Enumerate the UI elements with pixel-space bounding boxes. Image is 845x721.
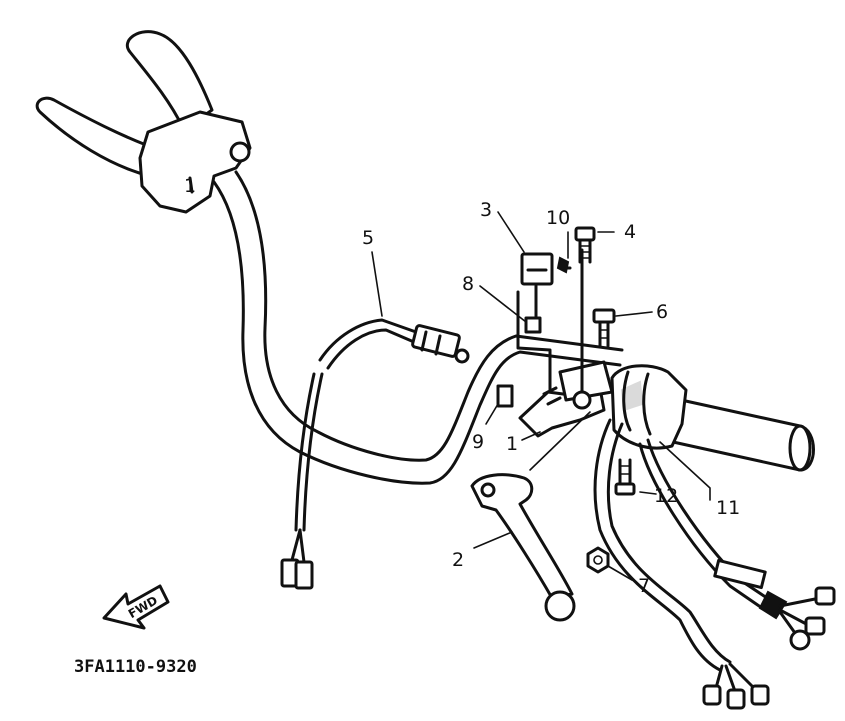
callout-10: 10 (546, 207, 570, 229)
lever-holder-assembly (496, 248, 614, 438)
callout-9: 9 (472, 431, 484, 453)
bolt-4 (574, 226, 596, 264)
callout-11: 11 (716, 497, 740, 519)
screw-12 (614, 458, 636, 496)
right-grip-assembly (610, 364, 815, 472)
left-grip-assembly (35, 30, 252, 214)
left-switch-wire (280, 372, 324, 590)
callout-1-lower: 1 (506, 433, 518, 455)
clutch-lever (470, 473, 576, 622)
fwd-arrow: FWD (102, 584, 170, 630)
handlebar (212, 170, 624, 485)
callout-5: 5 (362, 227, 374, 249)
callouts: 3 10 4 5 8 6 9 1 1 2 7 12 11 (184, 175, 740, 597)
reference-code: 3FA1110-9320 (74, 657, 197, 677)
callout-1-upper: 1 (184, 175, 196, 197)
callout-8: 8 (462, 273, 474, 295)
nut-7 (586, 546, 610, 574)
callout-3: 3 (480, 199, 492, 221)
callout-12: 12 (654, 485, 678, 507)
leader-lines (371, 211, 711, 581)
screw-6 (592, 308, 616, 348)
callout-4: 4 (624, 221, 636, 243)
callout-6: 6 (656, 301, 668, 323)
callout-7: 7 (638, 575, 650, 597)
right-switch-wire (593, 418, 836, 710)
clutch-cable (318, 318, 470, 370)
callout-2: 2 (452, 549, 464, 571)
